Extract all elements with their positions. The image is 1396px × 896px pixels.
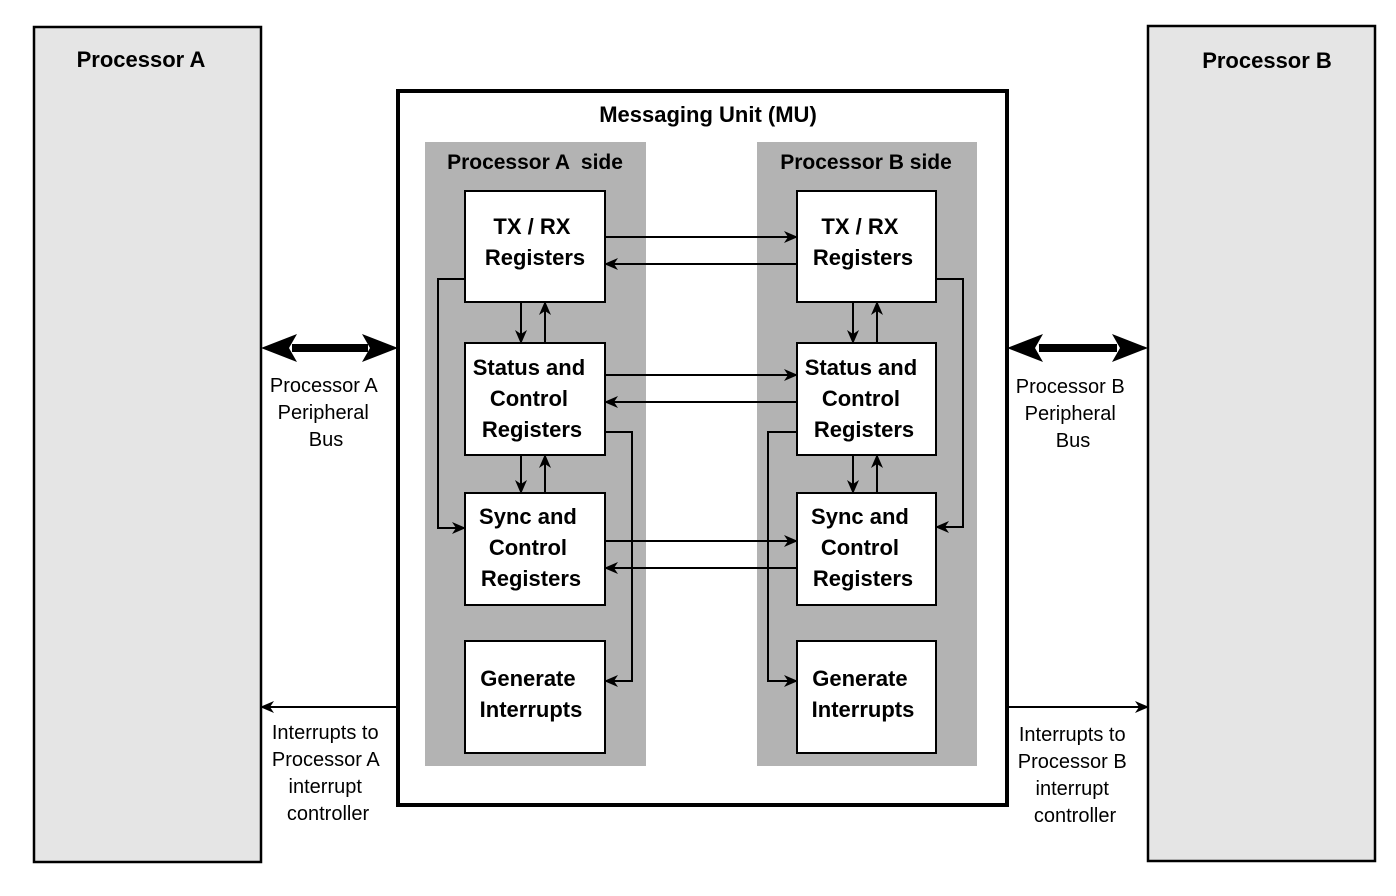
arrow-b-status-loop-to-interrupts <box>767 431 798 687</box>
processor-b-bus-arrow <box>1007 334 1148 362</box>
interrupts-to-processor-a-label: Interrupts to Processor A interrupt cont… <box>272 722 384 825</box>
side-a-status-label: Status and Control Registers <box>473 355 592 442</box>
side-a-interrupts-box <box>464 640 606 754</box>
connector-arrows <box>260 231 1149 713</box>
side-b-tx-rx-box <box>796 190 937 303</box>
processor-a-side-title: Processor A side <box>447 151 623 174</box>
processor-a-bus-label: Processor A Peripheral Bus <box>270 375 382 451</box>
side-b-status-box <box>796 342 937 456</box>
processor-b-block <box>1146 24 1377 863</box>
side-a-sync-label: Sync and Control Registers <box>479 504 583 591</box>
processor-b-title: Processor B <box>1202 48 1332 73</box>
side-b-interrupts-box <box>796 640 937 754</box>
side-b-status-label: Status and Control Registers <box>805 355 924 442</box>
side-b-interrupts-label: Generate Interrupts <box>812 666 915 722</box>
processor-a-bus-arrow <box>261 334 398 362</box>
side-a-tx-rx-box <box>464 190 606 303</box>
side-a-status-box <box>464 342 606 456</box>
processor-a-title: Processor A <box>77 47 206 72</box>
side-b-tx-rx-label: TX / RX Registers <box>813 214 913 270</box>
side-b-sync-label: Sync and Control Registers <box>811 504 915 591</box>
peripheral-bus-arrows <box>261 334 1148 362</box>
arrow-b-tx-loop-to-sync <box>935 278 964 533</box>
processor-b-bus-label: Processor B Peripheral Bus <box>1016 376 1131 452</box>
side-b-sync-box <box>796 492 937 606</box>
arrow-a-status-loop-to-interrupts <box>604 431 633 687</box>
messaging-unit-title: Messaging Unit (MU) <box>599 102 817 127</box>
side-a-interrupts-label: Generate Interrupts <box>480 666 583 722</box>
side-a-sync-box <box>464 492 606 606</box>
arrow-a-tx-loop-to-sync <box>437 278 466 534</box>
processor-b-side-title: Processor B side <box>780 151 952 174</box>
interrupts-to-processor-b-label: Interrupts to Processor B interrupt cont… <box>1018 724 1133 827</box>
side-a-tx-rx-label: TX / RX Registers <box>485 214 585 270</box>
processor-a-block <box>32 25 263 864</box>
